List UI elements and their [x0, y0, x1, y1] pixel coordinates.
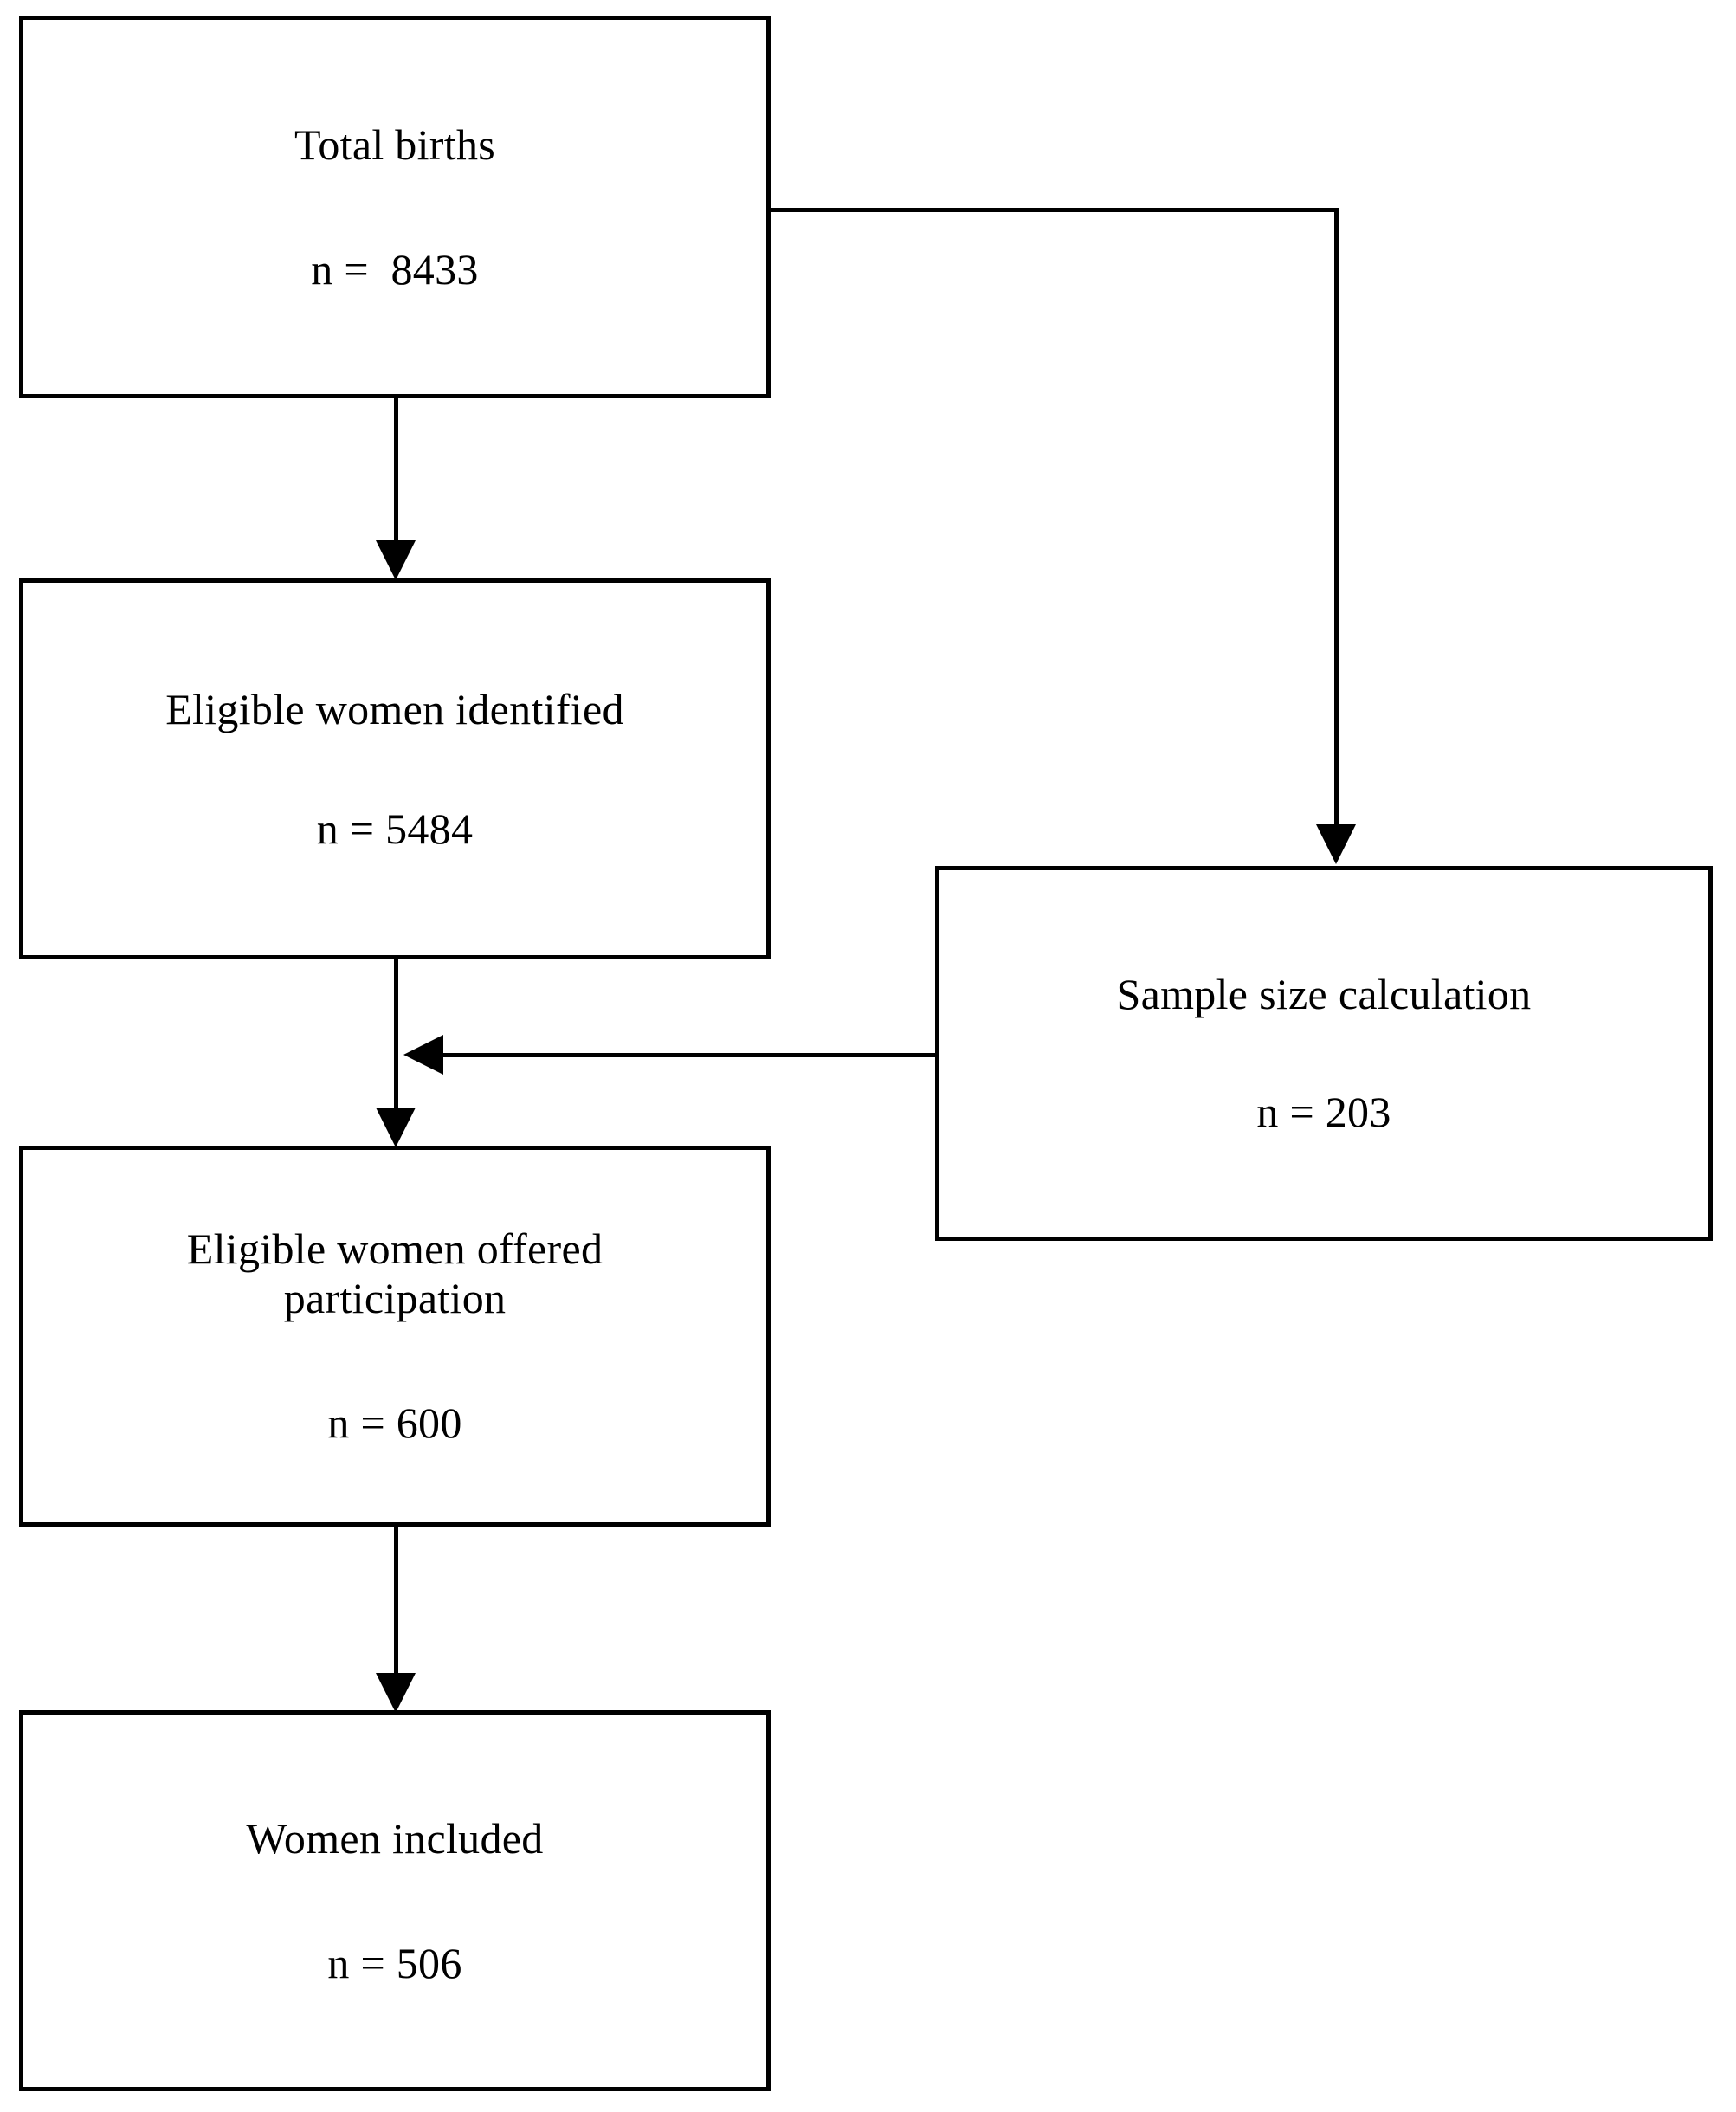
edge-births-to-identified-arrowhead — [376, 540, 416, 580]
edge-births-to-identified-line — [394, 397, 398, 542]
node-sample-size-calculation-count: n = 203 — [1256, 1088, 1391, 1136]
node-eligible-women-offered-participation-count: n = 600 — [327, 1398, 462, 1447]
edge-identified-to-offered-line — [394, 957, 398, 1109]
node-eligible-women-offered-participation[interactable]: Eligible women offered participation n =… — [19, 1146, 771, 1527]
node-sample-size-calculation[interactable]: Sample size calculation n = 203 — [935, 866, 1713, 1241]
node-total-births-title: Total births — [294, 119, 496, 169]
edge-births-to-samplesize-vertical — [1334, 208, 1339, 826]
node-sample-size-calculation-title: Sample size calculation — [1116, 970, 1532, 1018]
edge-samplesize-to-offered-arrowhead — [403, 1035, 443, 1075]
node-eligible-women-identified-count: n = 5484 — [316, 804, 474, 853]
node-eligible-women-identified[interactable]: Eligible women identified n = 5484 — [19, 578, 771, 959]
node-eligible-women-offered-participation-title: Eligible women offered participation — [186, 1224, 603, 1322]
node-women-included-count: n = 506 — [327, 1938, 462, 1987]
node-total-births[interactable]: Total births n = 8433 — [19, 16, 771, 398]
edge-offered-to-included-line — [394, 1524, 398, 1678]
node-total-births-count: n = 8433 — [311, 244, 479, 294]
node-eligible-women-identified-title: Eligible women identified — [165, 684, 624, 733]
edge-births-to-samplesize-horizontal — [766, 208, 1339, 212]
edge-identified-to-offered-arrowhead — [376, 1108, 416, 1147]
node-women-included-title: Women included — [246, 1813, 544, 1863]
edge-offered-to-included-arrowhead — [376, 1673, 416, 1713]
edge-births-to-samplesize-arrowhead — [1316, 824, 1356, 864]
node-women-included[interactable]: Women included n = 506 — [19, 1710, 771, 2091]
edge-samplesize-to-offered-line — [442, 1053, 937, 1057]
